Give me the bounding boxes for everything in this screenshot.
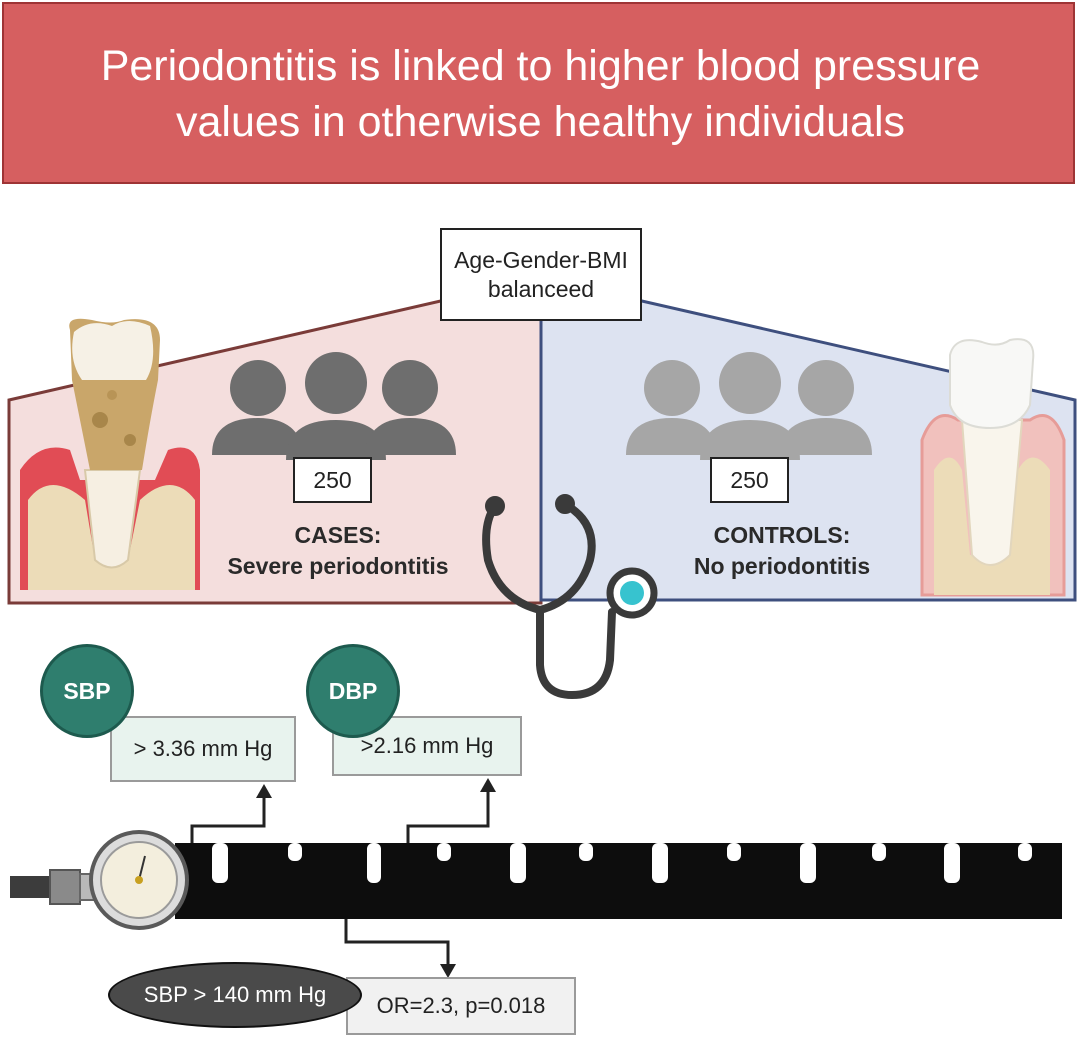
balance-note-box: Age-Gender-BMI balanceed — [440, 228, 642, 321]
people-group-icon-cases — [212, 352, 456, 460]
cases-label: CASES: Severe periodontitis — [200, 520, 476, 582]
title-line-1: Periodontitis is linked to higher blood … — [100, 42, 981, 90]
controls-count-box: 250 — [710, 457, 789, 503]
controls-heading: CONTROLS: — [713, 522, 851, 548]
people-group-icon-controls — [626, 352, 872, 460]
balance-note-line-2: balanceed — [487, 275, 595, 302]
dbp-difference-box: >2.16 mm Hg — [332, 716, 522, 776]
sbp-badge: SBP — [40, 644, 134, 738]
title-banner: Periodontitis is linked to higher blood … — [2, 2, 1075, 184]
title-line-2: values in otherwise healthy individuals — [175, 98, 906, 146]
sbp-difference-box: > 3.36 mm Hg — [110, 716, 296, 782]
page-title: Periodontitis is linked to higher blood … — [4, 38, 1077, 150]
sbp-arrow — [190, 796, 266, 850]
tooth-healthy-icon — [920, 338, 1066, 597]
pressure-gauge-icon — [10, 830, 189, 930]
measurement-ruler — [175, 843, 1062, 919]
controls-subheading: No periodontitis — [693, 553, 871, 579]
controls-label: CONTROLS: No periodontitis — [640, 520, 924, 582]
sbp-threshold-ellipse: SBP > 140 mm Hg — [108, 962, 362, 1028]
ruler-notches — [212, 843, 1032, 883]
balance-note-line-1: Age-Gender-BMI — [454, 246, 628, 273]
cases-count-box: 250 — [293, 457, 372, 503]
threshold-arrow — [344, 918, 450, 966]
arrowheads — [256, 778, 496, 978]
stethoscope-icon — [482, 494, 658, 700]
cases-subheading: Severe periodontitis — [227, 553, 449, 579]
odds-ratio-box: OR=2.3, p=0.018 — [346, 977, 576, 1035]
cases-heading: CASES: — [294, 522, 382, 548]
dbp-badge: DBP — [306, 644, 400, 738]
tooth-periodontitis-icon — [20, 318, 200, 590]
